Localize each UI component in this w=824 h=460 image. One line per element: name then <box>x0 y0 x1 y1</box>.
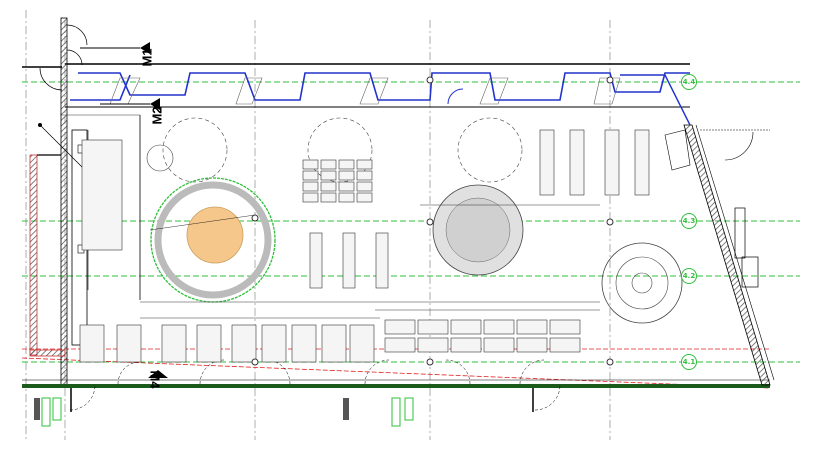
table <box>384 337 416 353</box>
counter <box>81 139 123 251</box>
display-unit <box>161 324 187 363</box>
display-unit <box>79 324 105 363</box>
display-unit <box>196 324 222 363</box>
table <box>302 181 319 192</box>
display-unit <box>231 324 257 363</box>
table <box>356 170 373 181</box>
table <box>338 159 355 170</box>
ceiling-circles <box>162 117 523 183</box>
display-unit <box>321 324 347 363</box>
section-mark-m2: M2 <box>149 106 165 125</box>
display-shelf <box>634 129 650 196</box>
round-stand-left <box>149 177 276 303</box>
bottom-tags <box>34 397 414 427</box>
display-shelf <box>569 129 585 196</box>
table <box>450 319 482 335</box>
dimension-lines <box>60 114 600 319</box>
table <box>384 319 416 335</box>
columns <box>251 76 614 366</box>
display-unit <box>261 324 287 363</box>
table <box>302 159 319 170</box>
table <box>338 181 355 192</box>
table <box>338 170 355 181</box>
table <box>320 192 337 203</box>
table <box>483 319 515 335</box>
table <box>320 170 337 181</box>
table <box>320 159 337 170</box>
display-shelf <box>375 232 389 289</box>
table <box>356 192 373 203</box>
display-shelf <box>604 129 620 196</box>
table <box>549 319 581 335</box>
round-stand-centre <box>432 184 524 276</box>
table <box>338 192 355 203</box>
table <box>516 337 548 353</box>
grid-axis-4-4: 4.4 <box>681 74 697 90</box>
grid-axis-4-3: 4.3 <box>681 213 697 229</box>
table <box>356 181 373 192</box>
display-shelf <box>342 232 356 289</box>
table <box>450 337 482 353</box>
small-round-table <box>146 144 174 172</box>
table <box>417 319 449 335</box>
table <box>483 337 515 353</box>
section-mark-m1: M1 <box>139 48 155 67</box>
top-facade-wall <box>65 63 690 108</box>
display-unit <box>291 324 317 363</box>
bottom-facade-wall <box>22 359 770 412</box>
grid-axis-4-2: 4.2 <box>681 268 697 284</box>
display-shelf <box>309 232 323 289</box>
round-stand-right <box>601 242 683 324</box>
table <box>302 170 319 181</box>
grid-axis-4-1: 4.1 <box>681 354 697 370</box>
right-diagonal-wall <box>620 74 775 386</box>
table <box>356 159 373 170</box>
section-mark-m4: M4 <box>147 370 163 389</box>
display-unit <box>349 324 375 363</box>
table <box>549 337 581 353</box>
display-shelf <box>539 129 555 196</box>
table <box>320 181 337 192</box>
section-arrows <box>80 42 168 378</box>
display-unit <box>116 324 142 363</box>
grid-lines <box>22 81 800 363</box>
table <box>302 192 319 203</box>
table <box>417 337 449 353</box>
table <box>516 319 548 335</box>
tables <box>79 129 650 363</box>
